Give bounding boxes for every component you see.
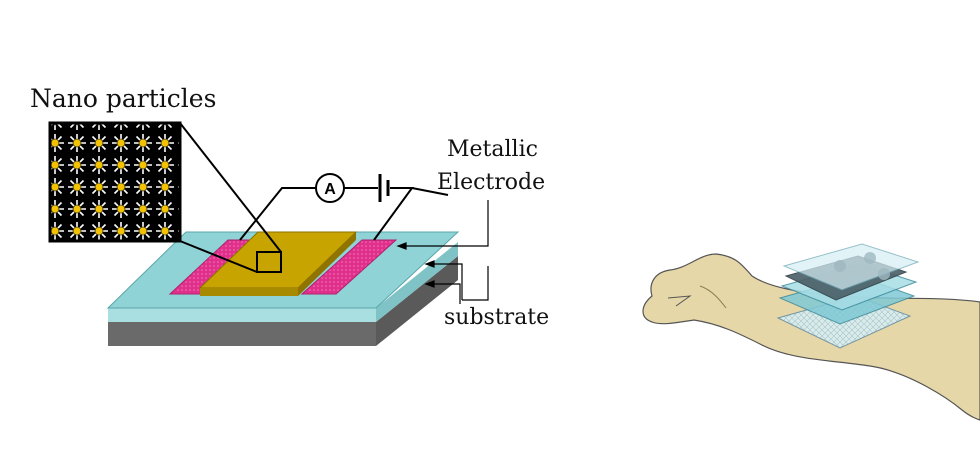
wrist-crease <box>699 285 727 309</box>
sensor-dot <box>864 252 876 264</box>
electrode-right <box>300 239 398 295</box>
electrode-pointer <box>400 200 489 247</box>
metallic-electrodes <box>168 239 398 295</box>
measurement-circuit <box>239 174 449 241</box>
substrate-pointer-side-1 <box>428 263 463 300</box>
substrate-bottom-side <box>376 256 458 346</box>
substrate-pointer-head-2 <box>424 280 435 288</box>
nanoparticle-texture <box>48 121 182 243</box>
substrate-pointer-head-1 <box>424 260 435 268</box>
substrate-pointer-side-2 <box>428 283 461 304</box>
substrate-side <box>376 242 458 322</box>
substrate-front <box>108 308 376 322</box>
nano-particles-label: Nano particles <box>30 84 217 113</box>
sensor-dot <box>878 268 890 280</box>
metallic-label: Metallic <box>447 137 538 162</box>
film-front <box>200 288 298 296</box>
nanoparticle-inset <box>48 121 282 273</box>
sensing-film <box>198 231 358 296</box>
knuckle-detail <box>667 295 692 307</box>
circuit-wire-branch <box>411 187 449 196</box>
zoom-line-top <box>179 122 282 253</box>
circuit-wire-left <box>239 187 316 241</box>
zoom-region-box <box>256 251 282 273</box>
arm-skin <box>642 253 980 421</box>
substrate-pointer-top <box>462 266 489 301</box>
ammeter-label: A <box>324 181 336 198</box>
wearable-arm-illustration <box>642 243 980 421</box>
substrate-label: substrate <box>444 305 550 330</box>
zoom-line-bottom <box>179 240 258 273</box>
film-side <box>298 232 356 296</box>
substrate-bottom-front <box>108 322 376 346</box>
sensor-dot <box>834 260 846 272</box>
ammeter-symbol: A <box>315 173 345 203</box>
electrode-pointer-head <box>396 242 407 250</box>
pointer-lines <box>396 200 489 304</box>
sensor-layer-top <box>782 243 920 291</box>
electrode-label: Electrode <box>437 170 546 195</box>
